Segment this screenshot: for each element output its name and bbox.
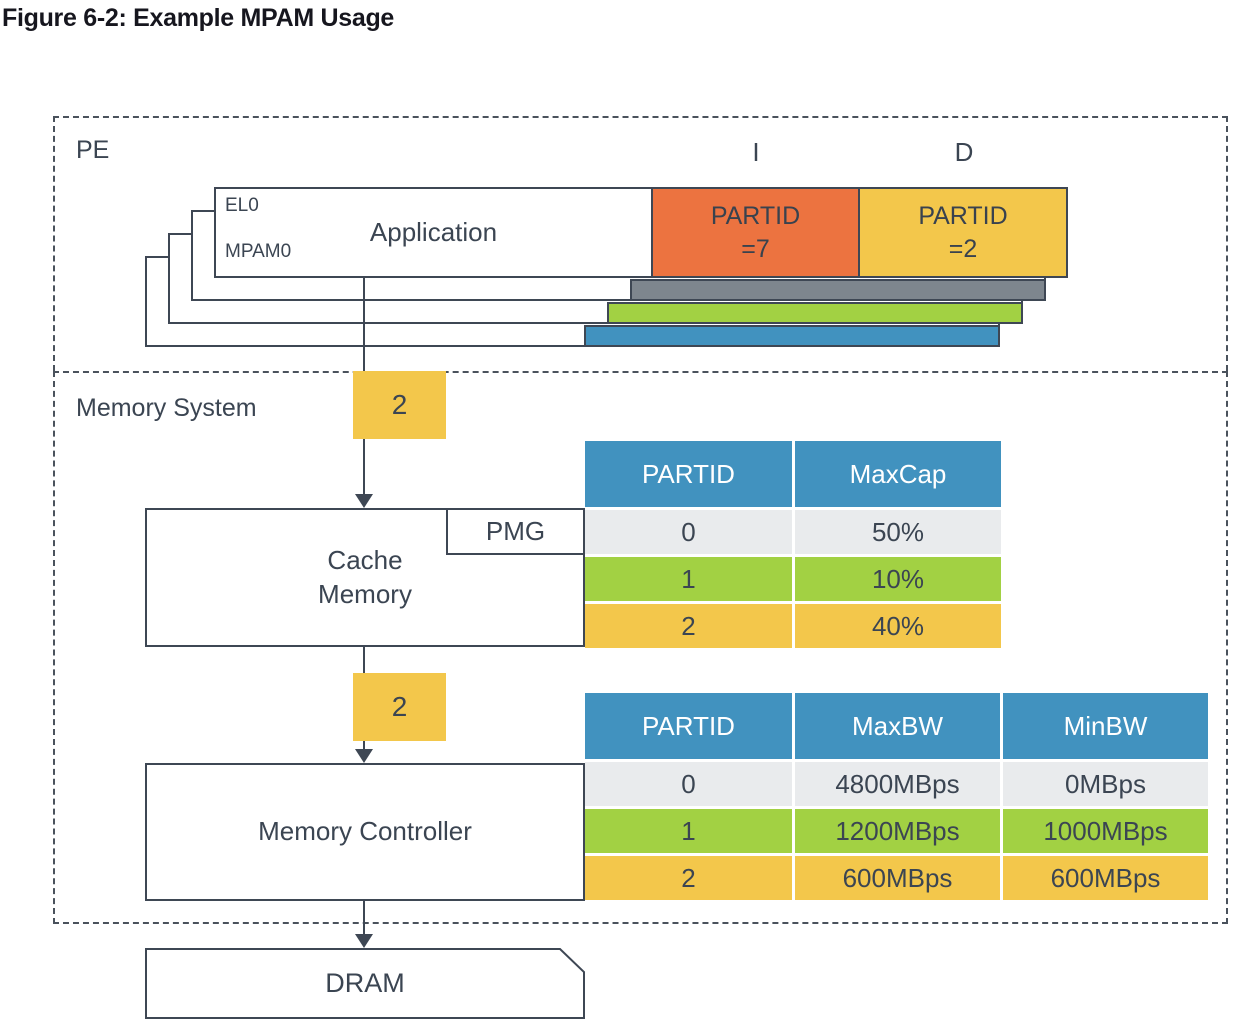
pe-section-label: PE [76,136,110,164]
partid-value-to-cache: 2 [353,371,446,439]
application-box: EL0 MPAM0 Application PARTID =7 PARTID =… [214,187,1068,278]
partid-value-to-mc: 2 [353,673,446,741]
arrow-into-dram [355,934,373,948]
pe-boundary [53,116,1228,371]
context-layer-bar-gray [630,279,1046,301]
table-cell: 50% [795,510,1001,554]
figure-title: Figure 6-2: Example MPAM Usage [2,4,395,32]
connector-app-to-memory [363,278,365,372]
memory-system-section-label: Memory System [76,394,257,422]
partid-i-box: PARTID =7 [651,189,858,276]
el0-label: EL0 [225,195,259,216]
context-layer-bar-green [607,302,1023,324]
partid-i-line2: =7 [741,234,770,263]
cache-memory-label: Cache Memory [318,544,412,609]
application-label: Application [369,217,498,247]
table-cell: 1200MBps [795,809,1000,853]
connector-to-cache [363,439,365,497]
arrow-into-cache [355,494,373,508]
memory-controller-label: Memory Controller [258,816,472,847]
table-header-cell: PARTID [585,441,792,507]
arrow-into-mc [355,749,373,763]
partid-d-line1: PARTID [918,202,1008,230]
table-header-cell: MaxCap [795,441,1001,507]
table-header-cell: PARTID [585,693,792,759]
memory-controller-box [145,763,585,901]
dram-label: DRAM [325,968,405,998]
data-side-label: D [954,137,974,167]
partid-d-box: PARTID =2 [858,189,1066,276]
table-cell: 10% [795,557,1001,601]
partid-d-line2: =2 [948,234,978,263]
application-white-area: EL0 MPAM0 Application [216,189,651,276]
table-header-cell: MaxBW [795,693,1000,759]
context-layer-bar-blue [584,325,1000,347]
pmg-box [446,508,585,555]
dram-box [145,948,585,1019]
table-cell: 600MBps [795,856,1000,900]
instruction-side-label: I [752,137,760,167]
table-cell: 4800MBps [795,762,1000,806]
table-cell: 1 [585,809,792,853]
partid-i-line1: PARTID [710,202,801,230]
table-cell: 40% [795,604,1001,648]
table-cell: 0MBps [1003,762,1208,806]
table-cell: 1000MBps [1003,809,1208,853]
mpam0-label: MPAM0 [225,241,292,262]
table-cell: 600MBps [1003,856,1208,900]
table-cell: 2 [585,604,792,648]
table-cell: 0 [585,510,792,554]
table-cell: 2 [585,856,792,900]
connector-mc-to-dram [363,901,365,935]
table-header-cell: MinBW [1003,693,1208,759]
memory-system-boundary [53,371,1228,924]
table-cell: 0 [585,762,792,806]
table-cell: 1 [585,557,792,601]
pmg-label: PMG [485,515,546,546]
connector-cache-to-mc [363,647,365,673]
connector-to-mc [363,741,365,753]
